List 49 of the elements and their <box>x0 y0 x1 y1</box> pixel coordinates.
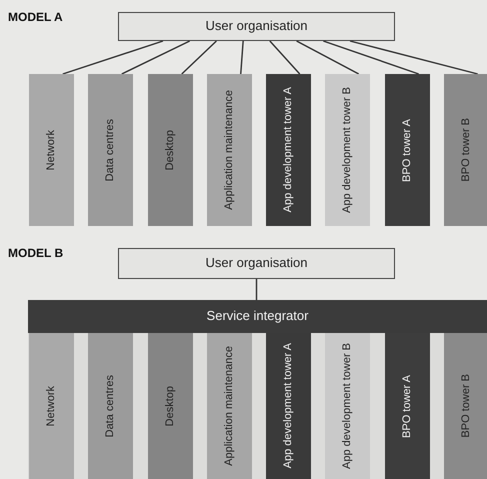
tower-box <box>88 74 133 226</box>
node-label: User organisation <box>206 18 308 35</box>
tower-box <box>148 74 193 226</box>
tower-box <box>444 74 487 226</box>
connector-line <box>350 40 478 75</box>
node-label: Data centres <box>104 118 117 182</box>
tower-box <box>325 333 370 479</box>
tower-box <box>266 333 311 479</box>
model-heading: MODEL B <box>8 245 64 262</box>
connector-line <box>296 40 360 75</box>
node-label: Application maintenance <box>222 346 236 466</box>
node-label: App development tower A <box>282 87 295 213</box>
tower-box <box>88 333 133 479</box>
node-label: App development tower B <box>340 87 354 213</box>
node-label: App development tower B <box>340 343 354 469</box>
tower-box <box>385 333 430 479</box>
node-label: App development tower A <box>282 343 295 469</box>
connector-line <box>256 279 258 300</box>
tower-box <box>325 74 370 226</box>
node-label: Desktop <box>164 130 177 170</box>
tower-box <box>266 74 311 226</box>
node-label: Network <box>44 386 58 426</box>
connector-line <box>269 40 300 74</box>
node-label: Data centres <box>104 374 117 438</box>
node-label: BPO tower A <box>400 374 414 438</box>
node-label: Network <box>44 130 58 170</box>
model-heading: MODEL A <box>8 9 63 26</box>
node-label: User organisation <box>206 255 308 272</box>
organisation-box <box>118 248 395 279</box>
tower-box <box>207 333 252 479</box>
node-label: Application maintenance <box>222 90 236 210</box>
organisation-box <box>118 12 395 41</box>
connector-line <box>181 40 217 74</box>
node-label: BPO tower B <box>460 118 473 182</box>
tower-box <box>444 333 487 479</box>
connector-line <box>240 40 244 74</box>
connector-line <box>121 40 190 75</box>
node-label: BPO tower A <box>400 118 414 182</box>
node-label: Service integrator <box>206 308 308 325</box>
node-label: Desktop <box>164 386 177 426</box>
tower-box <box>207 74 252 226</box>
connector-line <box>323 40 419 75</box>
tower-box <box>29 333 74 479</box>
tower-box <box>385 74 430 226</box>
tower-box <box>29 74 74 226</box>
node-label: BPO tower B <box>460 374 473 438</box>
connector-line <box>62 40 164 75</box>
integrator-bar <box>28 300 487 333</box>
tower-box <box>148 333 193 479</box>
